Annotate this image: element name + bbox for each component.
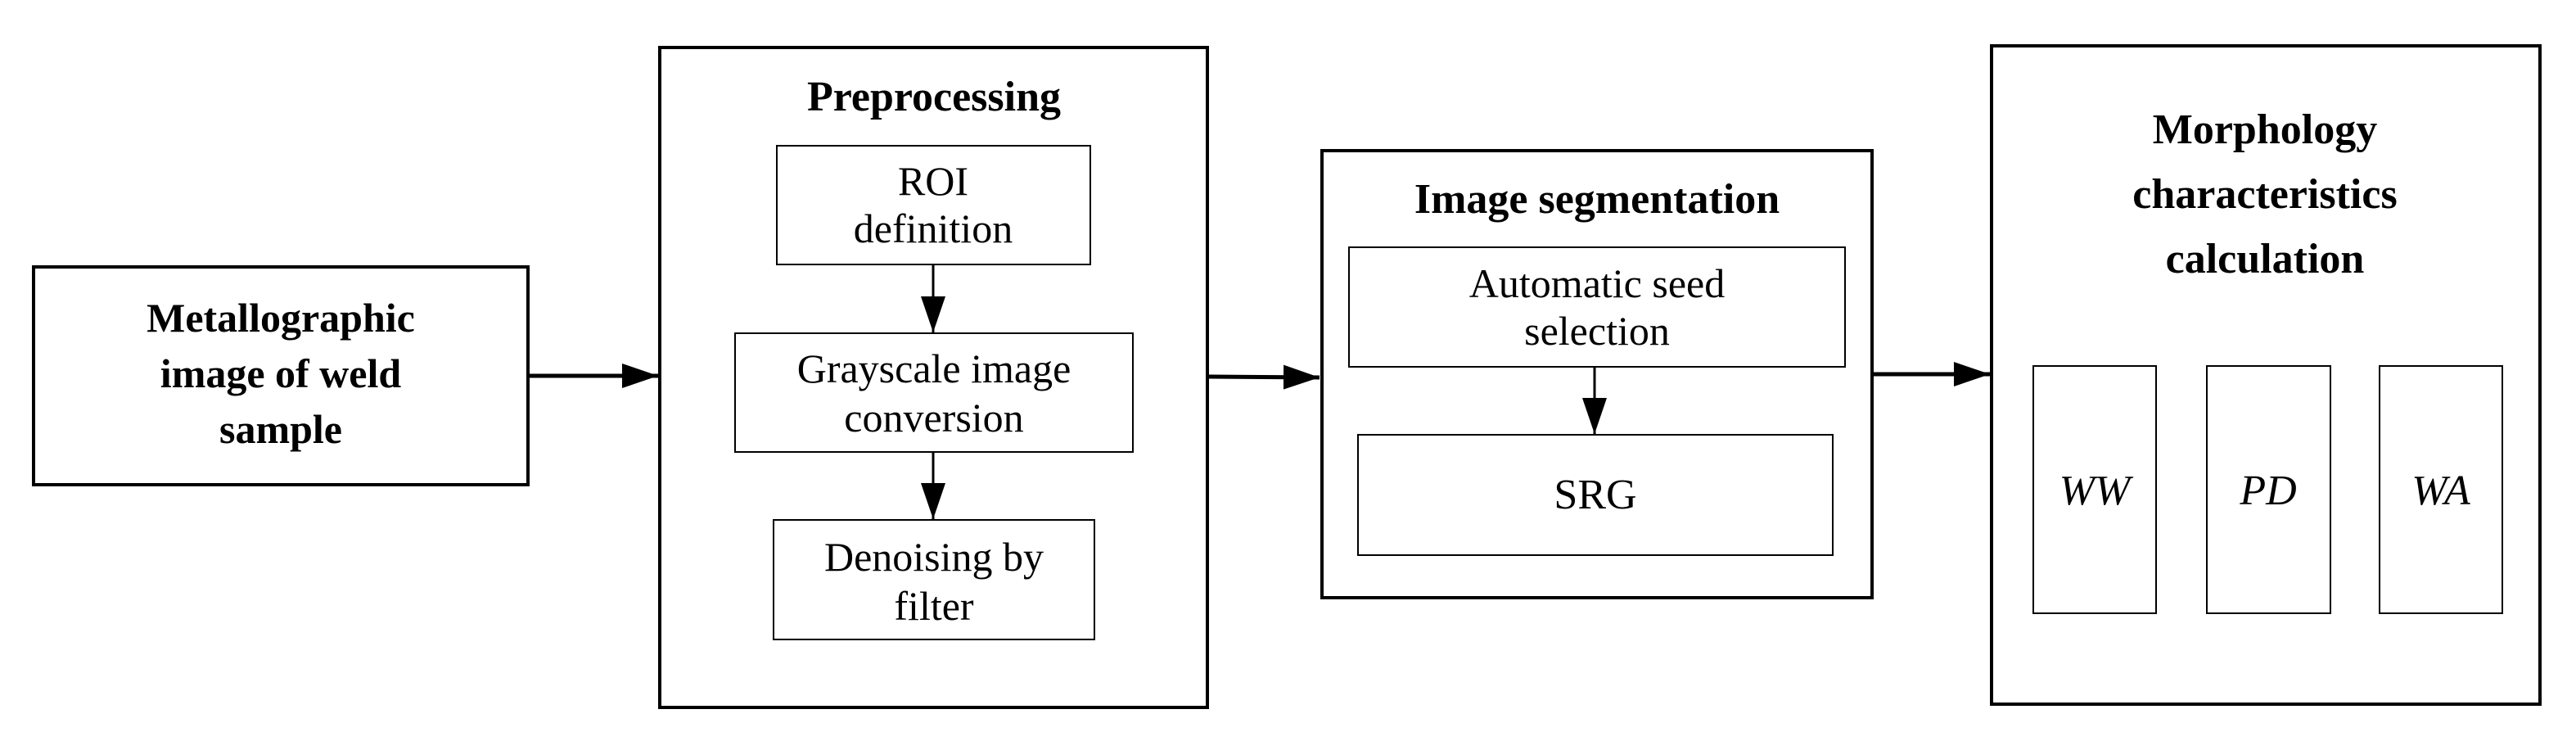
input-block: Metallographic image of weld sample (32, 265, 530, 486)
step-seed-line-1: Automatic seed (1469, 260, 1725, 306)
step-grayscale-conversion: Grayscale image conversion (734, 332, 1134, 453)
step-grayscale-line-1: Grayscale image (797, 346, 1071, 391)
segmentation-panel: Image segmentation Automatic seed select… (1320, 149, 1874, 599)
step-roi-definition: ROI definition (776, 145, 1091, 265)
input-line-3: sample (219, 406, 342, 452)
metric-ww: WW (2032, 365, 2157, 614)
step-roi-line-2: definition (854, 206, 1013, 251)
step-roi-line-1: ROI (898, 158, 968, 204)
step-seed-line-2: selection (1524, 308, 1670, 354)
morphology-title-line-1: Morphology (2153, 106, 2377, 153)
step-denoising-filter: Denoising by filter (773, 519, 1095, 640)
morphology-title-line-3: calculation (2166, 236, 2365, 282)
segmentation-title: Image segmentation (1414, 176, 1780, 223)
step-grayscale-line-2: conversion (844, 395, 1023, 441)
morphology-title-line-2: characteristics (2132, 171, 2397, 218)
step-denoising-line-2: filter (894, 583, 974, 629)
step-seed-selection: Automatic seed selection (1348, 246, 1846, 368)
metric-ww-label: WW (2059, 468, 2134, 514)
metric-pd-label: PD (2239, 468, 2296, 514)
metric-pd: PD (2206, 365, 2331, 614)
metric-wa-label: WA (2411, 468, 2470, 514)
step-denoising-line-1: Denoising by (824, 534, 1044, 580)
step-srg-label: SRG (1554, 472, 1636, 518)
input-line-2: image of weld (160, 350, 402, 396)
step-srg: SRG (1357, 434, 1834, 556)
metric-wa: WA (2379, 365, 2503, 614)
preprocessing-title: Preprocessing (807, 74, 1061, 120)
morphology-panel: Morphology characteristics calculation W… (1990, 44, 2542, 706)
preprocessing-panel: Preprocessing ROI definition Grayscale i… (658, 46, 1209, 709)
input-line-1: Metallographic (147, 295, 415, 341)
